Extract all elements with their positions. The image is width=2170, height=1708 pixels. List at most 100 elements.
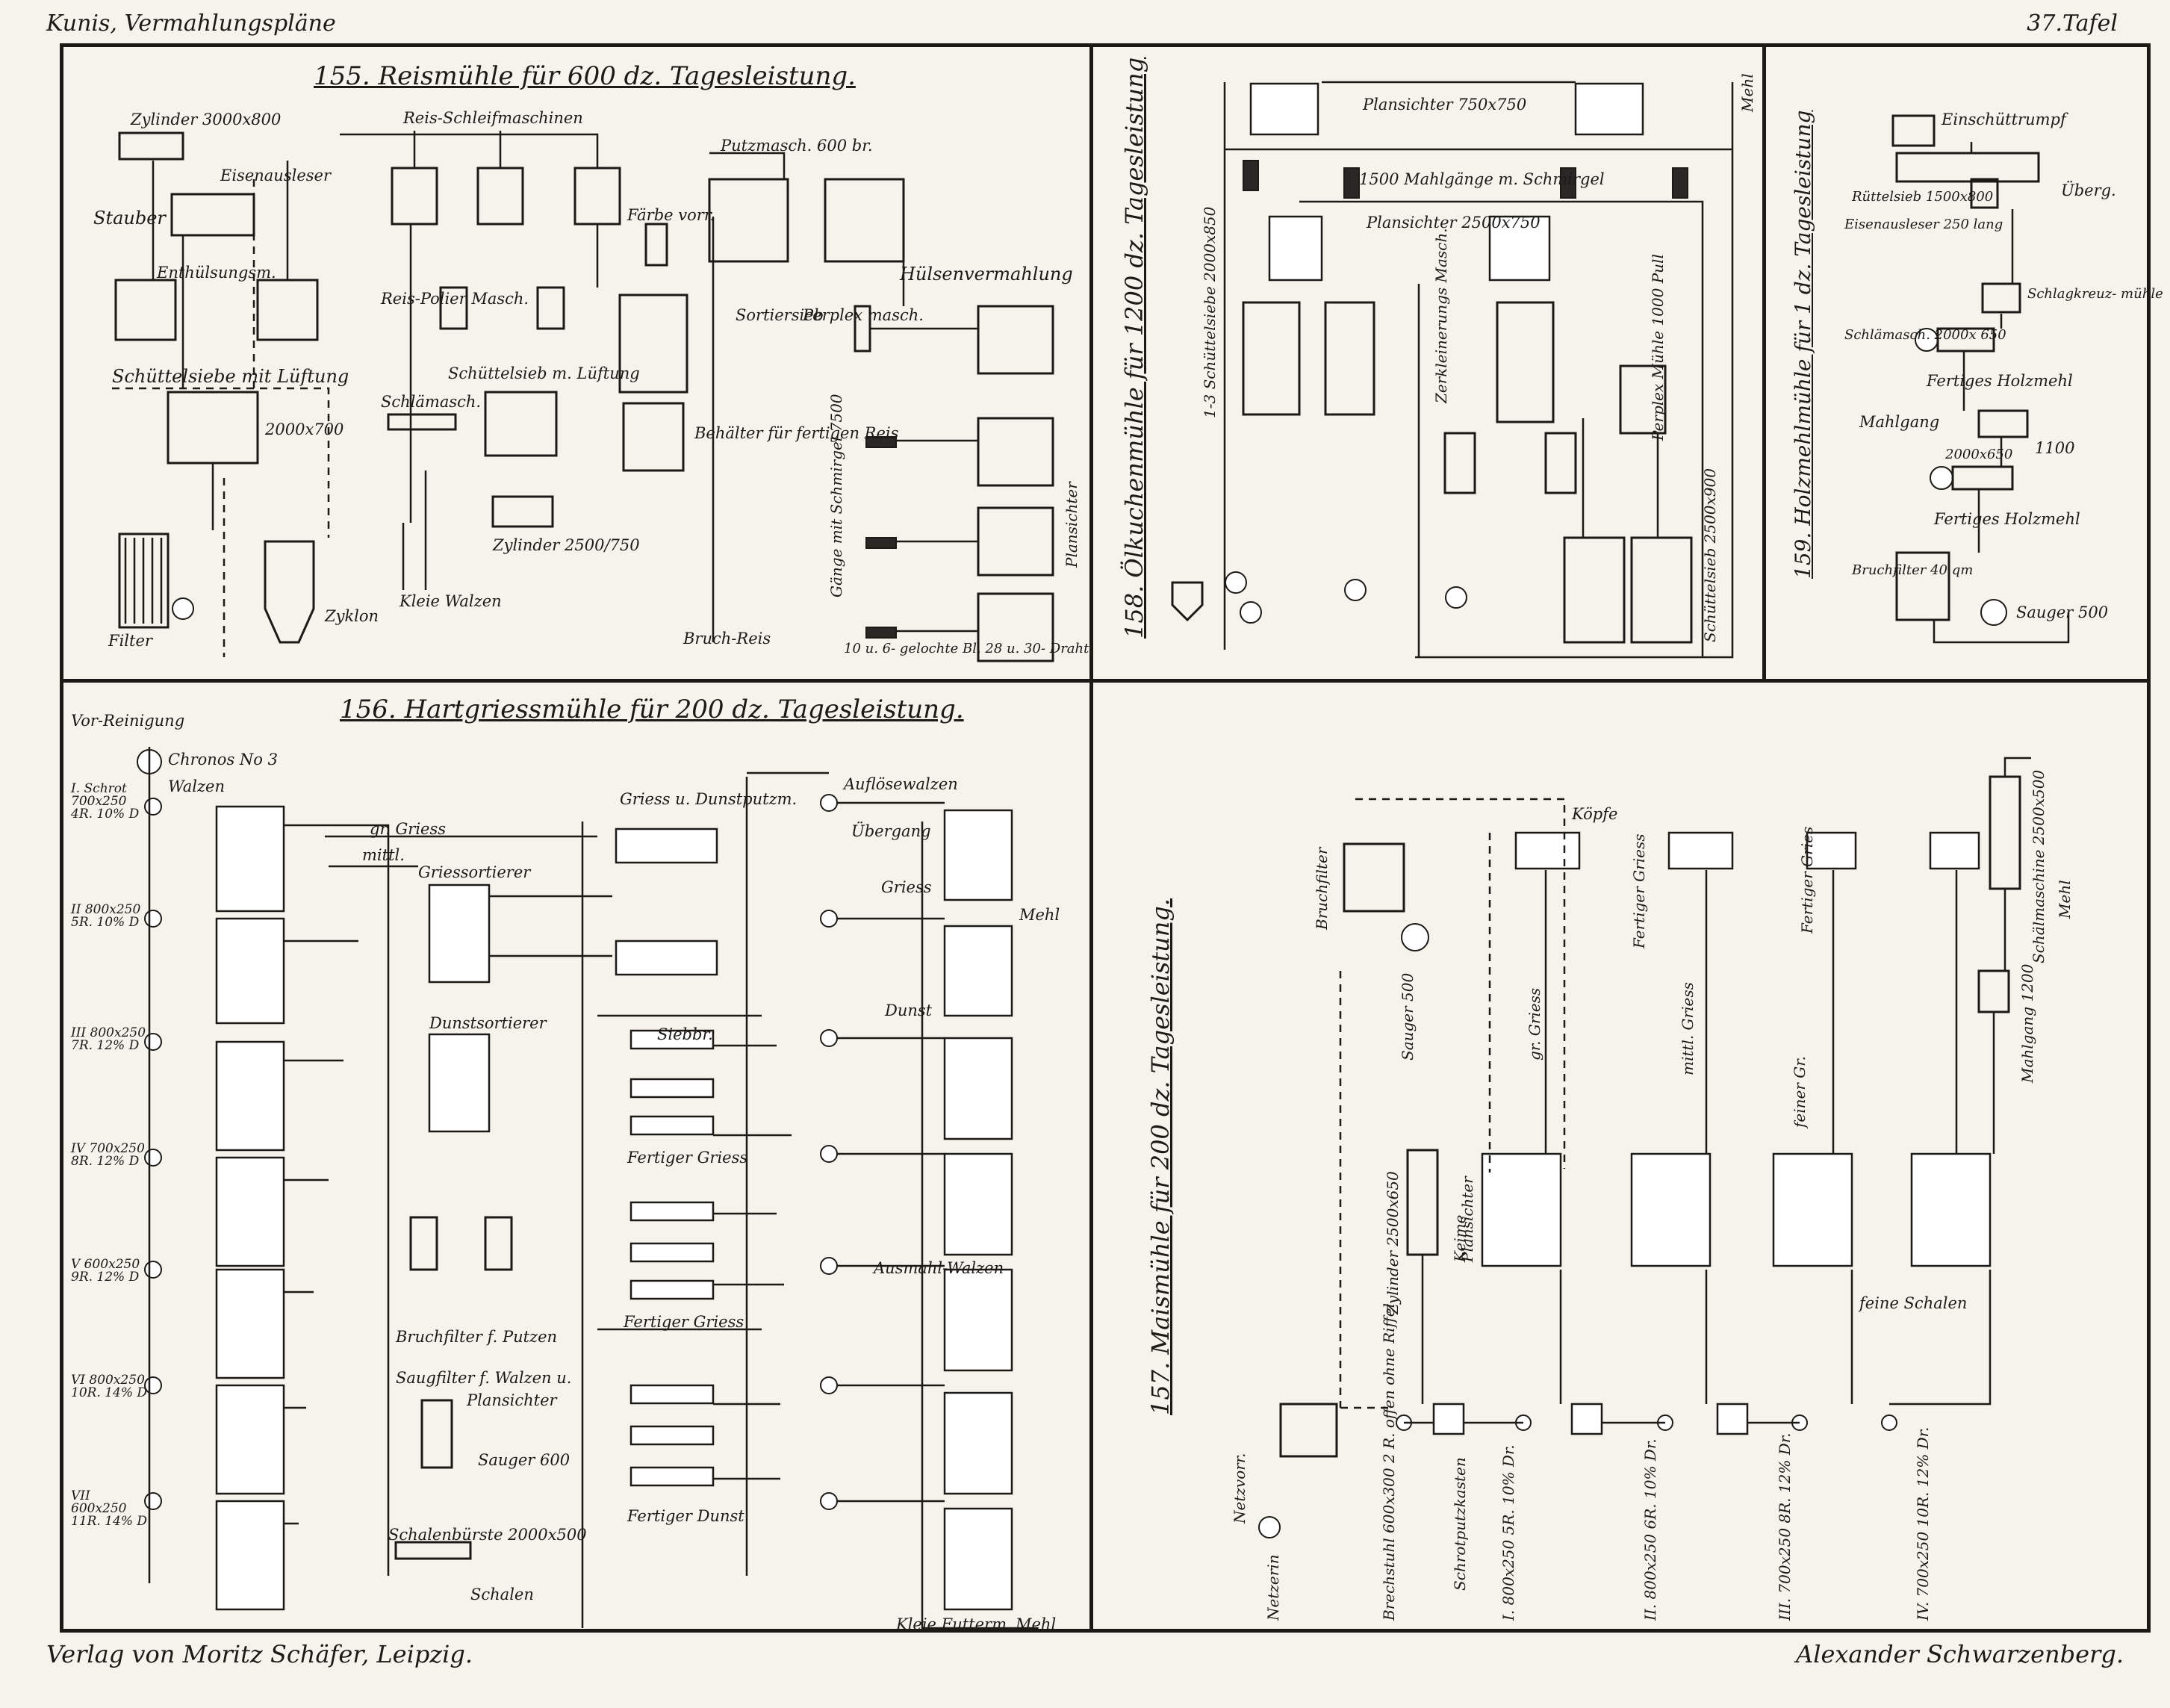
title-157: 157. Maismühle für 200 dz. Tagesleistung… bbox=[1146, 898, 1175, 1415]
title-159: 159. Holzmehlmühle für 1 dz. Tagesleistu… bbox=[1791, 110, 1815, 579]
footer-left: Verlag von Moritz Schäfer, Leipzig. bbox=[46, 1640, 473, 1668]
label-156-aufloese: Auflösewalzen bbox=[844, 775, 958, 793]
label-157-bruchfilter: Bruchfilter bbox=[1313, 847, 1331, 930]
label-158-mahlgaenge: 1500 Mahlgänge m. Schmirgel bbox=[1359, 170, 1605, 188]
label-schlaemasch: Schlämasch. bbox=[381, 393, 482, 411]
label-158-schuettelsieb: Schüttelsieb 2500x900 bbox=[1701, 468, 1719, 642]
label-schuettelsieb: Schüttelsieb m. Lüftung bbox=[448, 364, 640, 382]
label-157-feinergr: feiner Gr. bbox=[1791, 1056, 1809, 1128]
label-156-uebergang: Übergang bbox=[851, 822, 931, 840]
label-156-vorreinigung: Vor-Reinigung bbox=[71, 712, 185, 730]
label-159-sauger: Sauger 500 bbox=[2016, 603, 2109, 621]
label-159-uberg: Überg. bbox=[2061, 181, 2116, 199]
label-158-plansichter: Plansichter 750x750 bbox=[1363, 96, 1527, 114]
label-159-fertiges: Fertiges Holzmehl bbox=[1927, 372, 2073, 390]
title-155: 155. Reismühle für 600 dz. Tagesleistung… bbox=[314, 61, 856, 91]
label-enthuelsung: Enthülsungsm. bbox=[157, 264, 276, 282]
label-157-feineschalen: feine Schalen bbox=[1859, 1294, 1968, 1312]
label-157-koepfe: Köpfe bbox=[1572, 805, 1618, 823]
label-158-schuettelsiebe: 1-3 Schüttelsiebe 2000x850 bbox=[1201, 206, 1219, 418]
label-filter: Filter bbox=[108, 632, 152, 650]
label-156-mehl: Mehl bbox=[1019, 906, 1060, 924]
label-behaelter: Behälter für fertigen Reis bbox=[694, 424, 899, 442]
label-bruchreis: Bruch-Reis bbox=[683, 630, 771, 648]
label-157-mehl: Mehl bbox=[2056, 880, 2074, 919]
label-156-saugfilter: Saugfilter f. Walzen u. bbox=[396, 1369, 572, 1387]
label-gelochte: 10 u. 6- gelochte Bl. 28 u. 30- Draht bbox=[844, 641, 1089, 656]
label-156-fertigergriess: Fertiger Griess bbox=[627, 1149, 748, 1167]
label-157-fertigergries2: Fertiger Gries bbox=[1798, 826, 1816, 934]
label-stauber: Stauber bbox=[93, 208, 166, 229]
label-159-bruchfilter: Bruchfilter 40 qm bbox=[1852, 562, 1974, 578]
label-158-zerkleinerung: Zerkleinerungs Masch. bbox=[1432, 228, 1450, 403]
label-156-siebbr: Siebbr. bbox=[657, 1025, 713, 1043]
label-159-eisen: Eisenausleser 250 lang bbox=[1844, 217, 2003, 232]
label-156-kleie: Kleie Futterm. bbox=[896, 1615, 1012, 1633]
label-polier: Reis-Polier Masch. bbox=[381, 290, 529, 308]
label-159-mahlgang2: 1100 bbox=[2035, 439, 2075, 457]
label-156-schrot7: VII 600x250 11R. 14% D bbox=[71, 1488, 148, 1529]
label-156-schalenbuerste: Schalenbürste 2000x500 bbox=[388, 1526, 587, 1544]
label-kleie: Kleie Walzen bbox=[400, 592, 502, 610]
label-157-netzerin: Netzerin bbox=[1264, 1554, 1282, 1621]
label-159-einschuett: Einschüttrumpf bbox=[1942, 111, 2066, 128]
plate-155-drawing bbox=[112, 131, 1054, 662]
label-156-chronos: Chronos No 3 bbox=[168, 751, 278, 768]
label-planssichter: Plansichter bbox=[1063, 482, 1081, 568]
footer-right: Alexander Schwarzenberg. bbox=[1796, 1640, 2124, 1668]
label-157-netzvorr: Netzvorr. bbox=[1231, 1453, 1249, 1524]
label-157-schrot2: II. 800x250 6R. 10% Dr. bbox=[1641, 1438, 1659, 1621]
label-157-grgriess: gr. Griess bbox=[1526, 987, 1543, 1060]
label-156-schrot6: VI 800x250 10R. 14% D bbox=[71, 1373, 148, 1400]
label-zyklon: Zyklon bbox=[325, 607, 379, 625]
label-156-schrot2: II 800x250 5R. 10% D bbox=[71, 902, 141, 930]
label-156-mittl: mittl. bbox=[362, 846, 405, 864]
label-157-schrot4: IV. 700x250 10R. 12% Dr. bbox=[1914, 1426, 1932, 1621]
title-156: 156. Hartgriessmühle für 200 dz. Tagesle… bbox=[340, 695, 964, 724]
label-156-schrot3: III 800x250 7R. 12% D bbox=[71, 1025, 146, 1053]
label-schleifmaschinen: Reis-Schleifmaschinen bbox=[403, 109, 583, 127]
label-157-schrot3: III. 700x250 8R. 12% Dr. bbox=[1776, 1432, 1794, 1621]
label-156-bruchfilter: Bruchfilter f. Putzen bbox=[396, 1328, 558, 1346]
label-156-plansichter: Plansichter bbox=[467, 1391, 557, 1409]
label-huelsen: Hülsenvermahlung bbox=[900, 264, 1073, 285]
label-159-fertiges2: Fertiges Holzmehl bbox=[1934, 510, 2080, 528]
plate-156-drawing bbox=[137, 747, 1038, 1630]
label-158-mehl: Mehl bbox=[1738, 73, 1756, 112]
label-156-schrot5: V 600x250 9R. 12% D bbox=[71, 1257, 140, 1285]
plate-159-drawing bbox=[1891, 114, 2070, 644]
header-left: Kunis, Vermahlungspläne bbox=[46, 10, 336, 37]
plate-157-drawing bbox=[1258, 757, 2031, 1538]
label-156-sauger: Sauger 600 bbox=[478, 1451, 571, 1469]
label-157-plansichter: Plansichter bbox=[1458, 1176, 1476, 1262]
label-dim2000: 2000x700 bbox=[265, 420, 344, 438]
label-156-dunstsortierer: Dunstsortierer bbox=[429, 1014, 547, 1032]
label-158-perplex: Perplex Mühle 1000 Pull bbox=[1649, 254, 1667, 441]
title-158: 158. Ölkuchenmühle für 1200 dz. Tageslei… bbox=[1120, 57, 1148, 639]
label-157-bereibmasch: Brechstuhl 600x300 2 R. offen ohne Riffe… bbox=[1380, 1303, 1398, 1621]
label-perplex: Perplex masch. bbox=[803, 306, 924, 324]
label-157-mittlgriess: mittl. Griess bbox=[1679, 982, 1697, 1075]
panel-157 bbox=[1089, 679, 2151, 1633]
label-farbe: Färbe vorr. bbox=[627, 206, 715, 224]
label-156-schalen: Schalen bbox=[470, 1586, 534, 1603]
label-156-rumwalzen: Ausmahl-Walzen bbox=[874, 1259, 1004, 1277]
label-159-ruettelsieb: Rüttelsieb 1500x800 bbox=[1852, 189, 1994, 205]
label-156-walzen: Walzen bbox=[168, 777, 226, 795]
label-157-fertigergriess: Fertiger Griess bbox=[1630, 833, 1648, 948]
label-156-griessortierer: Griessortierer bbox=[418, 863, 531, 881]
label-156-grgriess: gr. Griess bbox=[370, 820, 447, 838]
label-156-fertigerdunst: Fertiger Dunst bbox=[627, 1507, 744, 1525]
header-right: 37.Tafel bbox=[2027, 10, 2118, 37]
label-157-schalenfraese: Schälmaschine 2500x500 bbox=[2030, 769, 2048, 963]
label-putzmasch: Putzmasch. 600 br. bbox=[721, 137, 873, 155]
label-157-schrotputz: Schrotputzkasten bbox=[1451, 1457, 1469, 1591]
label-156-schrot4: IV 700x250 8R. 12% D bbox=[71, 1141, 145, 1169]
label-157-schrot1: I. 800x250 5R. 10% Dr. bbox=[1499, 1444, 1517, 1621]
label-156-griessuDunst: Griess u. Dunstputzm. bbox=[620, 790, 798, 808]
label-157-mahlgang: Mahlgang 1200 bbox=[2018, 963, 2036, 1083]
label-sortiersieb: Sortiersieb bbox=[736, 306, 824, 324]
label-159-schlaemasch: Schlämasch. 2000x 650 bbox=[1844, 327, 2006, 343]
plate-158-drawing bbox=[1171, 81, 1734, 659]
